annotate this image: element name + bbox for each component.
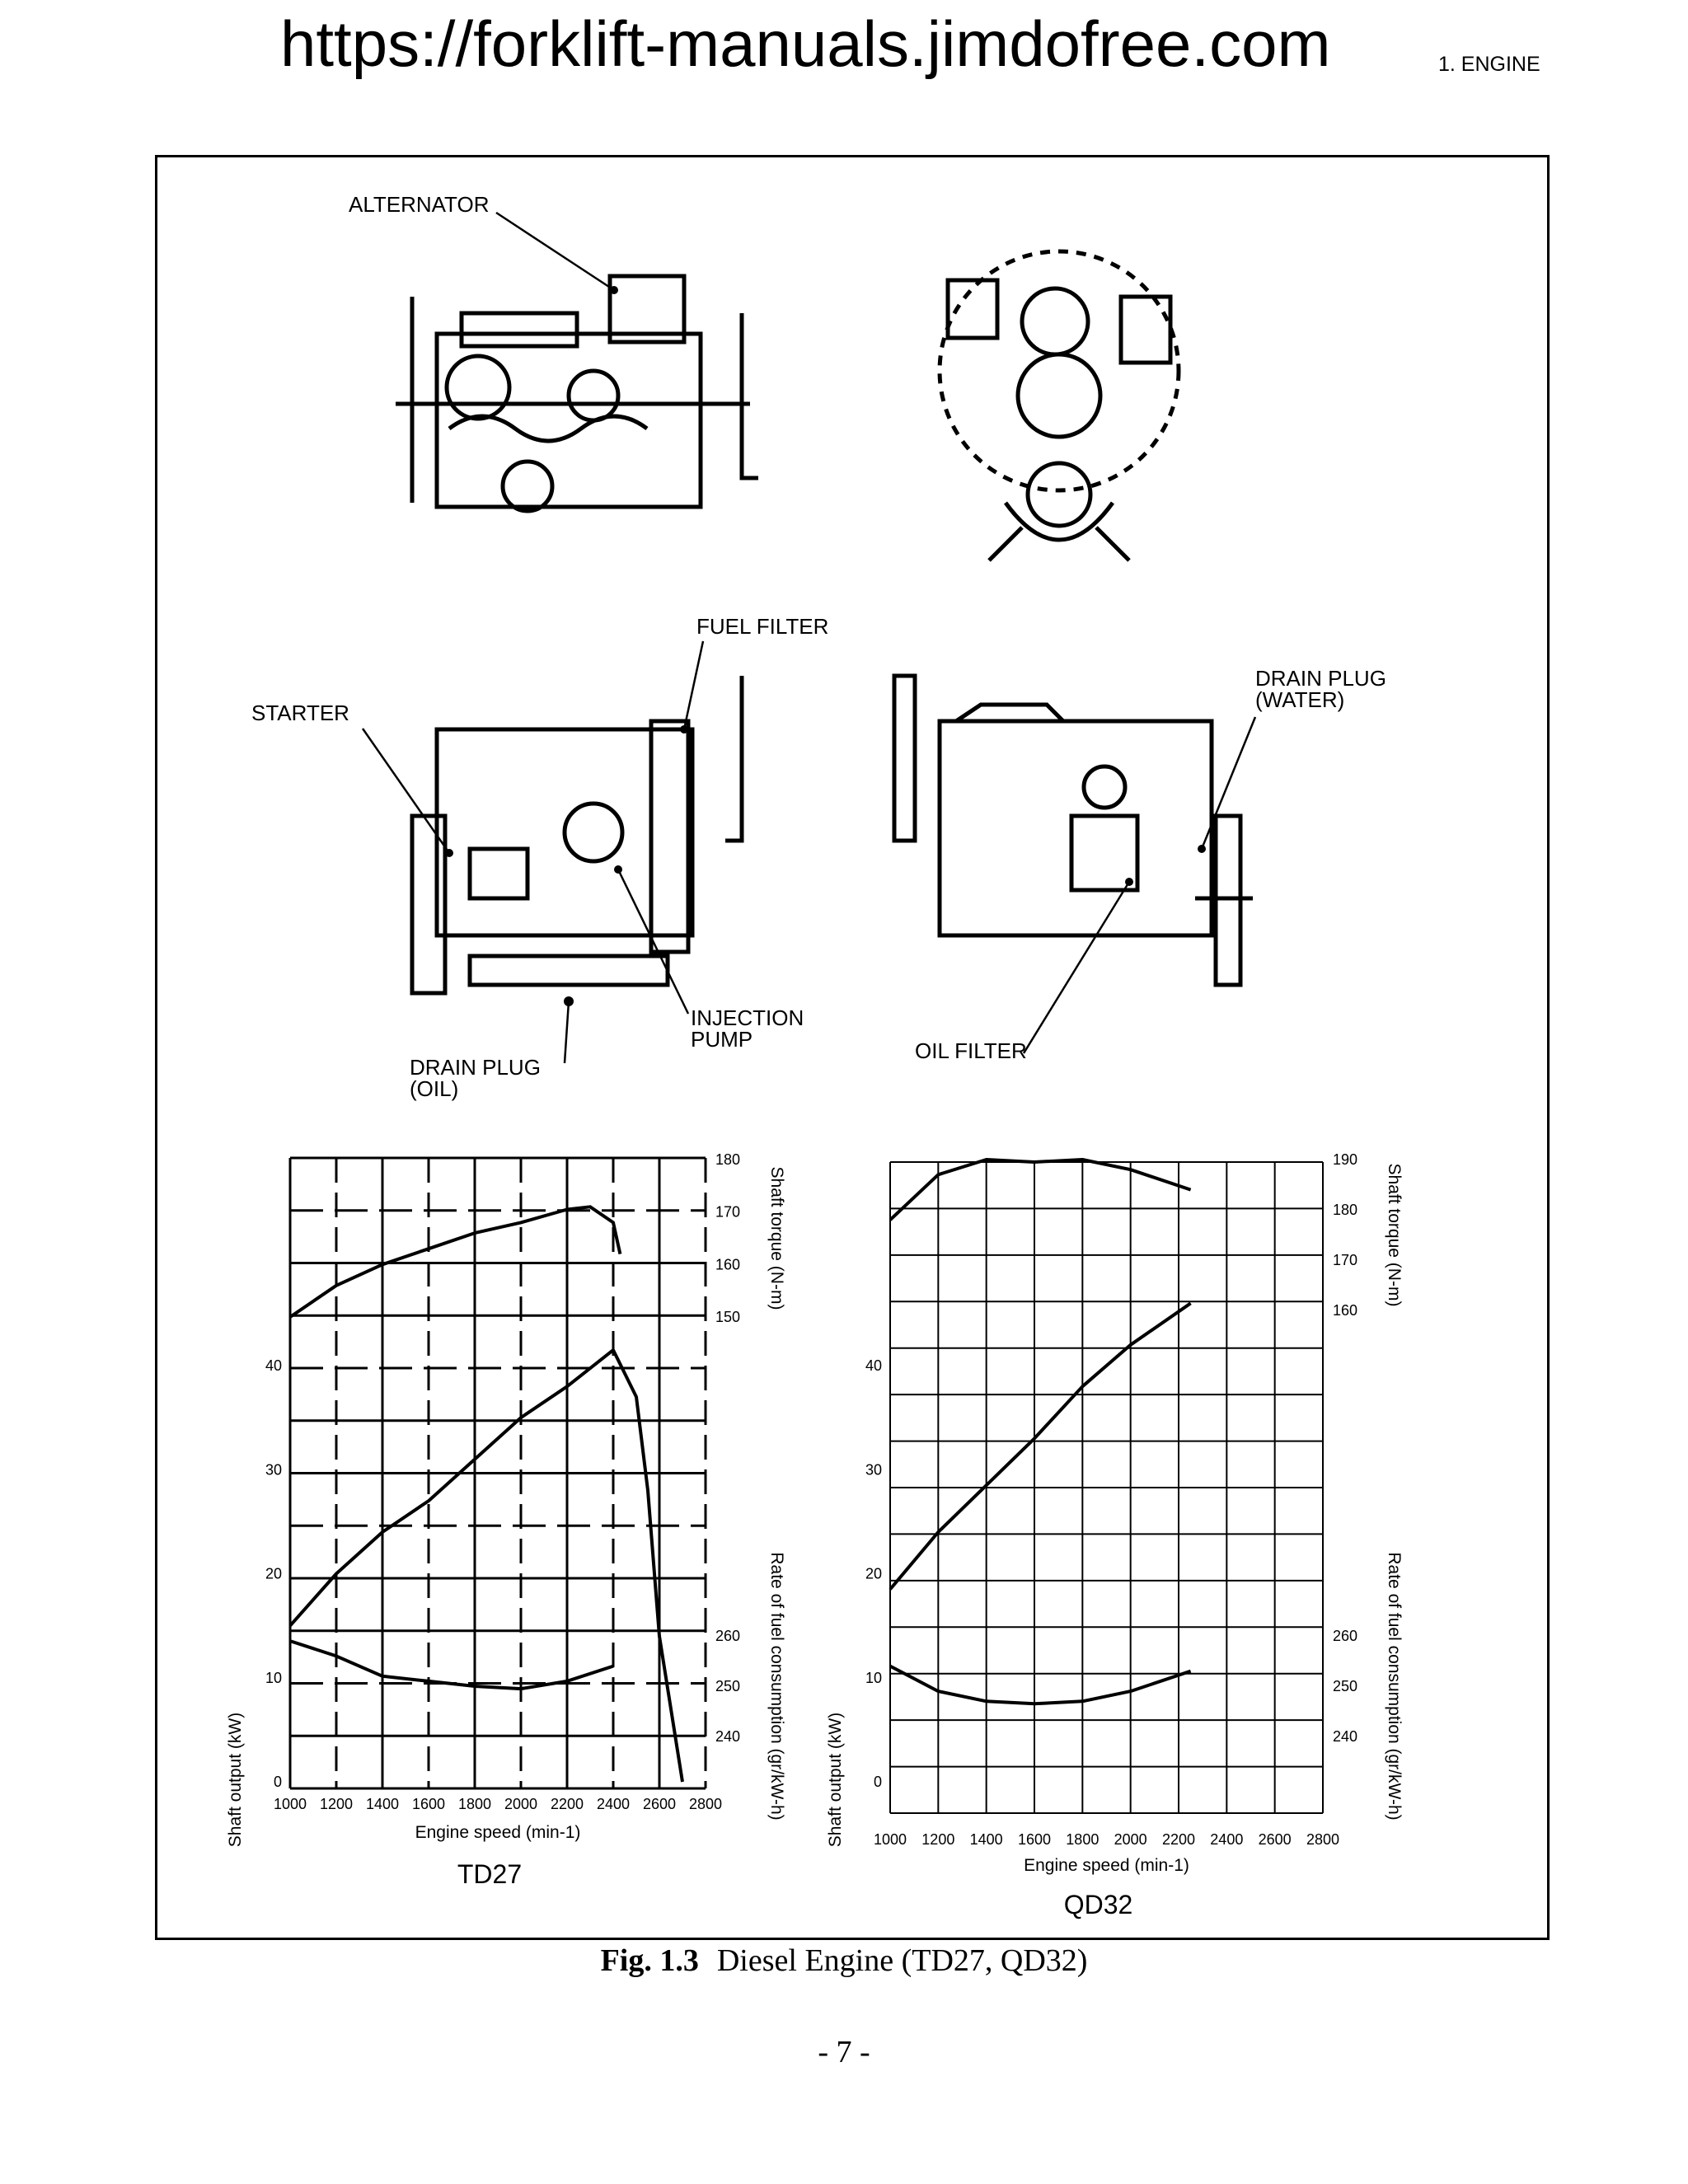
qd32-x-tick: 1200 <box>921 1831 954 1848</box>
td27-x-tick: 1600 <box>412 1796 445 1812</box>
leader-lines <box>361 211 1257 1064</box>
label-alternator: ALTERNATOR <box>349 192 490 217</box>
qd32-torque-tick: 160 <box>1333 1302 1357 1319</box>
td27-fuel-axis-label: Rate of fuel consumption (gr/kW-h) <box>767 1552 786 1820</box>
qd32-torque-series-line <box>889 1158 1192 1221</box>
qd32-x-tick: 2600 <box>1259 1831 1292 1848</box>
td27-x-tick: 2400 <box>597 1796 630 1812</box>
qd32-torque-tick: 190 <box>1333 1151 1357 1168</box>
qd32-output-tick: 20 <box>865 1566 882 1582</box>
qd32-output-tick: 40 <box>865 1357 882 1374</box>
qd32-x-tick: 1400 <box>970 1831 1003 1848</box>
qd32-chart-name: QD32 <box>1064 1890 1133 1919</box>
td27-output-series-line <box>288 1348 684 1783</box>
qd32-fuel-tick: 250 <box>1333 1678 1357 1694</box>
qd32-fuel-axis-label: Rate of fuel consumption (gr/kW-h) <box>1385 1552 1404 1820</box>
label-starter: STARTER <box>251 701 349 725</box>
td27-x-tick: 1000 <box>274 1796 307 1812</box>
figure-title: Diesel Engine (TD27, QD32) <box>716 1943 1088 1978</box>
td27-torque-axis-label: Shaft torque (N-m) <box>767 1167 786 1310</box>
td27-torque-tick: 150 <box>715 1309 740 1325</box>
td27-x-tick: 1800 <box>458 1796 491 1812</box>
td27-output-axis-label: Shaft output (kW) <box>226 1713 245 1847</box>
figure-number: Fig. 1.3 <box>600 1943 699 1978</box>
qd32-output-tick: 0 <box>874 1774 882 1790</box>
td27-torque-tick: 170 <box>715 1204 740 1221</box>
qd32-output-tick: 30 <box>865 1461 882 1478</box>
engine-starter-side-drawing <box>410 676 744 996</box>
label-oil-filter: OIL FILTER <box>915 1038 1027 1063</box>
label-fuel-filter: FUEL FILTER <box>696 614 829 639</box>
label-drain-plug-oil: DRAIN PLUG (OIL) <box>410 1055 541 1101</box>
page-number: - 7 - <box>818 2035 870 2069</box>
td27-x-tick: 2800 <box>689 1796 722 1812</box>
td27-fuel-tick: 260 <box>715 1628 740 1644</box>
td27-x-tick: 2600 <box>643 1796 676 1812</box>
engine-side-view-drawing <box>396 274 758 513</box>
td27-fuel-series-line <box>289 1639 614 1691</box>
td27-fuel-tick: 240 <box>715 1728 740 1745</box>
qd32-torque-axis-label: Shaft torque (N-m) <box>1385 1164 1404 1307</box>
qd32-fuel-tick: 240 <box>1333 1728 1357 1745</box>
qd32-output-series-line <box>889 1301 1192 1591</box>
td27-fuel-tick: 250 <box>715 1678 740 1694</box>
engine-oil-filter-side-drawing <box>892 673 1253 987</box>
td27-torque-tick: 180 <box>715 1151 740 1168</box>
td27-torque-tick: 160 <box>715 1256 740 1272</box>
td27-torque-series-line <box>288 1205 622 1319</box>
td27-output-tick: 40 <box>265 1357 282 1374</box>
td27-output-tick: 30 <box>265 1461 282 1478</box>
td27-output-tick: 20 <box>265 1566 282 1582</box>
td27-x-tick: 2000 <box>504 1796 537 1812</box>
qd32-x-tick: 2400 <box>1210 1831 1243 1848</box>
qd32-torque-tick: 170 <box>1333 1252 1357 1268</box>
td27-output-tick: 0 <box>274 1774 282 1790</box>
header-url[interactable]: https://forklift-manuals.jimdofree.com <box>280 7 1331 80</box>
qd32-torque-tick: 180 <box>1333 1202 1357 1218</box>
td27-x-tick: 1200 <box>320 1796 353 1812</box>
qd32-fuel-series-line <box>889 1664 1192 1706</box>
label-injection-pump: INJECTION PUMP <box>691 1005 804 1052</box>
td27-x-tick: 2200 <box>551 1796 584 1812</box>
qd32-output-tick: 10 <box>865 1670 882 1686</box>
td27-output-tick: 10 <box>265 1670 282 1686</box>
qd32-x-label: Engine speed (min-1) <box>1024 1856 1189 1875</box>
qd32-x-tick: 1600 <box>1018 1831 1051 1848</box>
qd32-x-tick: 2000 <box>1114 1831 1147 1848</box>
figure-frame <box>155 155 1550 1940</box>
qd32-x-tick: 1800 <box>1066 1831 1099 1848</box>
qd32-x-tick: 1000 <box>874 1831 907 1848</box>
qd32-output-axis-label: Shaft output (kW) <box>826 1713 845 1847</box>
td27-chart-name: TD27 <box>457 1859 522 1889</box>
td27-x-tick: 1400 <box>366 1796 399 1812</box>
qd32-fuel-tick: 260 <box>1333 1628 1357 1644</box>
section-title: 1. ENGINE <box>1438 53 1540 76</box>
engine-front-view-drawing <box>937 249 1181 562</box>
label-drain-plug-water: DRAIN PLUG (WATER) <box>1255 666 1386 712</box>
qd32-x-tick: 2800 <box>1306 1831 1339 1848</box>
figure-caption: Fig. 1.3 Diesel Engine (TD27, QD32) <box>0 1943 1688 1979</box>
td27-x-label: Engine speed (min-1) <box>415 1823 581 1842</box>
qd32-x-tick: 2200 <box>1162 1831 1195 1848</box>
